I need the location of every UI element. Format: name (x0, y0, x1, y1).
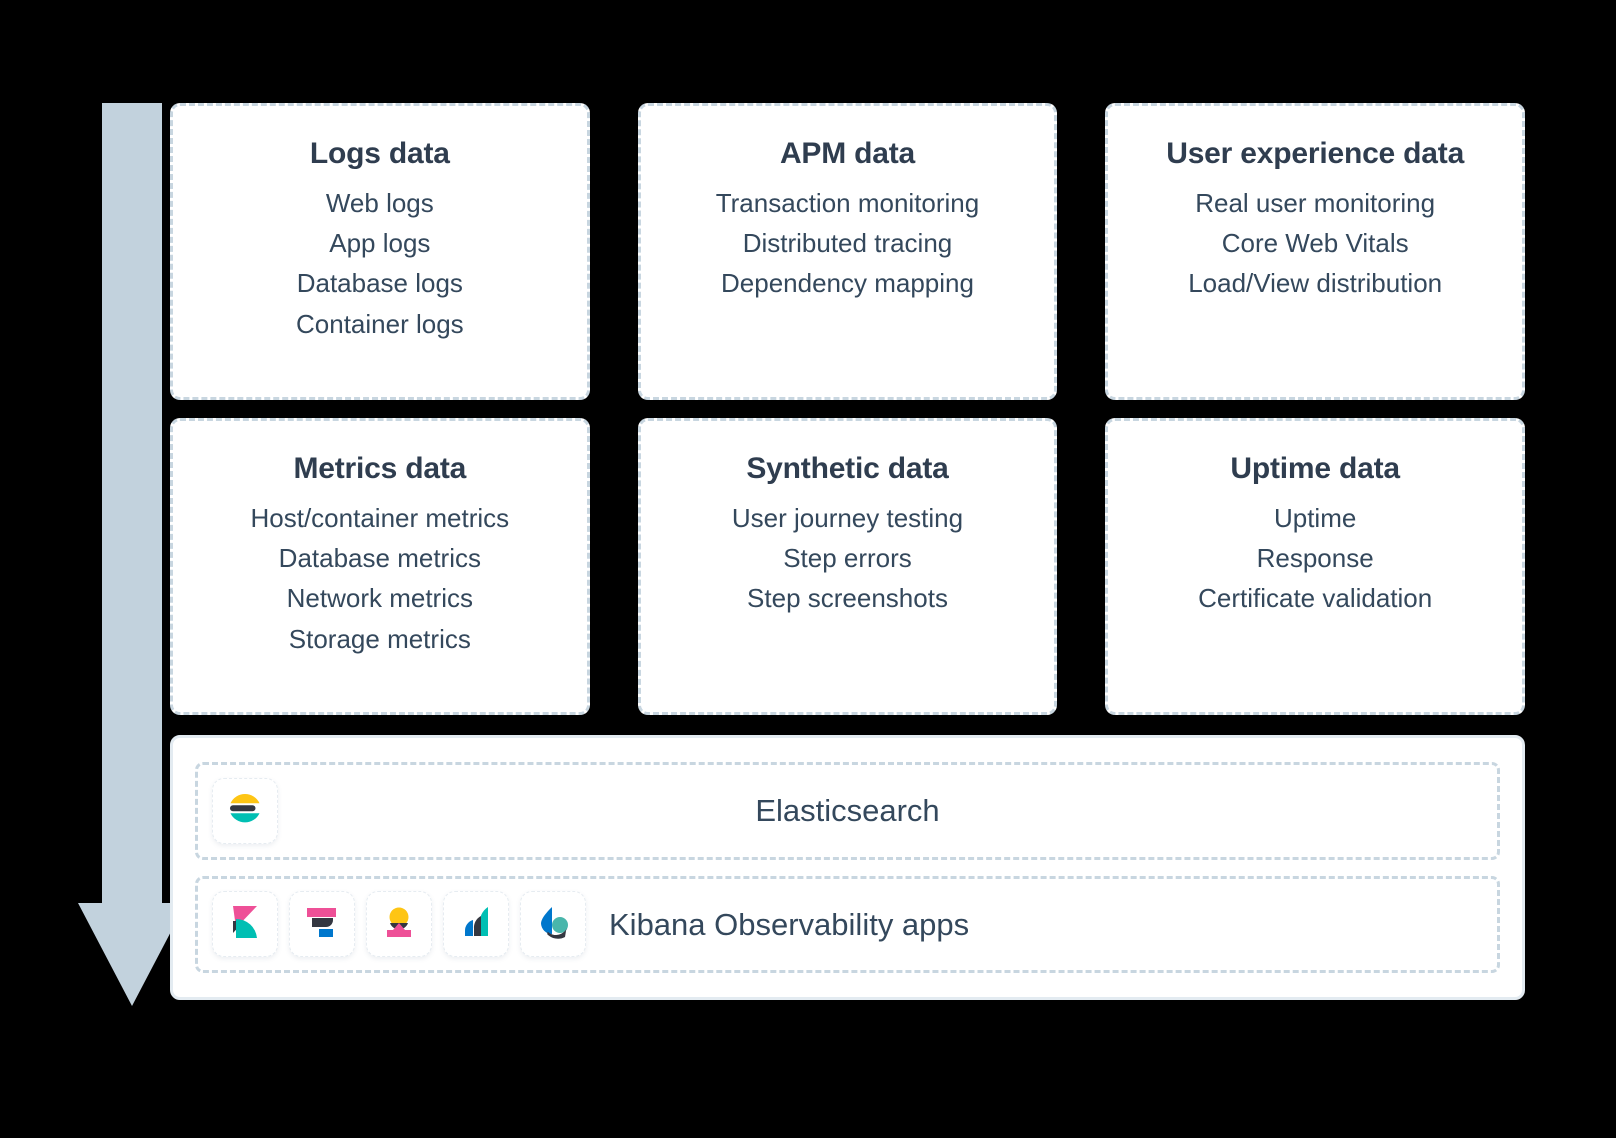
card-item-list: Uptime Response Certificate validation (1198, 499, 1432, 618)
card-item: Storage metrics (288, 623, 471, 654)
card-logs-data: Logs data Web logs App logs Database log… (170, 103, 590, 400)
card-title: Synthetic data (746, 452, 949, 485)
card-title: Uptime data (1230, 452, 1400, 485)
card-item: Web logs (325, 188, 434, 218)
card-uptime-data: Uptime data Uptime Response Certificate … (1105, 418, 1525, 715)
elasticsearch-label: Elasticsearch (755, 793, 940, 829)
card-user-experience-data: User experience data Real user monitorin… (1105, 103, 1525, 400)
platform-container: Elasticsearch (170, 735, 1525, 1000)
card-metrics-data: Metrics data Host/container metrics Data… (170, 418, 590, 715)
card-item: Distributed tracing (742, 228, 953, 259)
card-item: Database logs (296, 268, 463, 299)
metrics-app-logo-icon (457, 903, 495, 946)
card-item-list: Host/container metrics Database metrics … (251, 499, 510, 658)
card-item: Step screenshots (747, 583, 948, 614)
kibana-logo-icon (226, 903, 264, 946)
elasticsearch-logo-tile (212, 777, 278, 844)
card-item: Real user monitoring (1195, 188, 1436, 218)
card-item: Step errors (783, 543, 912, 574)
card-item: Dependency mapping (721, 268, 974, 299)
elasticsearch-logo-icon (225, 788, 265, 833)
card-item: Transaction monitoring (715, 188, 980, 218)
card-item-list: User journey testing Step errors Step sc… (732, 499, 963, 618)
card-synthetic-data: Synthetic data User journey testing Step… (637, 418, 1058, 715)
card-item: Certificate validation (1198, 583, 1433, 614)
kibana-apps-label: Kibana Observability apps (609, 906, 970, 942)
card-item: Database metrics (278, 543, 481, 574)
logs-app-logo-tile[interactable] (289, 891, 355, 958)
uptime-app-logo-tile[interactable] (520, 891, 586, 958)
card-title: Logs data (309, 137, 450, 170)
card-item: User journey testing (731, 503, 964, 533)
kibana-logo-tile[interactable] (212, 891, 278, 958)
data-flow-arrow-icon (78, 103, 186, 1006)
card-item-list: Real user monitoring Core Web Vitals Loa… (1188, 184, 1442, 303)
card-title: User experience data (1166, 137, 1465, 170)
card-item: Uptime (1273, 503, 1357, 533)
card-item: Load/View distribution (1188, 268, 1443, 299)
card-item: App logs (329, 228, 431, 259)
card-item: Core Web Vitals (1221, 228, 1409, 259)
card-apm-data: APM data Transaction monitoring Distribu… (637, 103, 1058, 400)
elasticsearch-row: Elasticsearch (195, 762, 1500, 860)
logs-app-logo-icon (303, 903, 341, 946)
apm-app-logo-tile[interactable] (366, 891, 432, 958)
card-item: Response (1256, 543, 1374, 574)
card-title: APM data (779, 137, 916, 170)
apm-app-logo-icon (380, 903, 418, 946)
metrics-app-logo-tile[interactable] (443, 891, 509, 958)
kibana-logo-strip (212, 891, 597, 958)
card-item: Container logs (296, 308, 464, 339)
card-item-list: Web logs App logs Database logs Containe… (296, 184, 464, 343)
card-item: Network metrics (286, 583, 473, 614)
card-item-list: Transaction monitoring Distributed traci… (716, 184, 980, 303)
card-title: Metrics data (293, 452, 467, 485)
card-item: Host/container metrics (250, 503, 510, 533)
data-source-card-grid: Logs data Web logs App logs Database log… (170, 103, 1525, 715)
kibana-apps-row: Kibana Observability apps (195, 875, 1500, 973)
uptime-app-logo-icon (534, 903, 572, 946)
